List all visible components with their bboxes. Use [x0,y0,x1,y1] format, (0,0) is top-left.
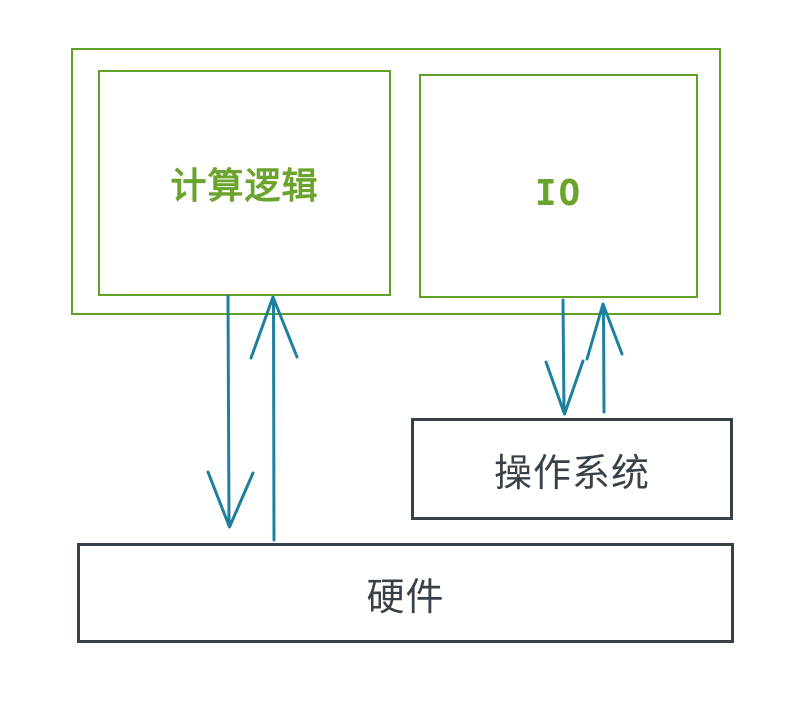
arrow-os-to-io [585,302,624,414]
node-io: IO [419,74,698,298]
arrow-io-to-os [544,298,585,416]
arrow-hardware-to-compute [249,295,299,542]
node-io-label: IO [534,172,583,214]
arrow-compute-to-hardware [206,294,255,529]
node-compute-logic: 计算逻辑 [98,70,391,296]
node-hardware-label: 硬件 [366,576,445,619]
node-compute-logic-label: 计算逻辑 [170,165,319,206]
node-hardware: 硬件 [77,543,734,643]
application-group-box [71,48,721,315]
node-os: 操作系统 [411,418,733,520]
node-os-label: 操作系统 [493,452,650,495]
